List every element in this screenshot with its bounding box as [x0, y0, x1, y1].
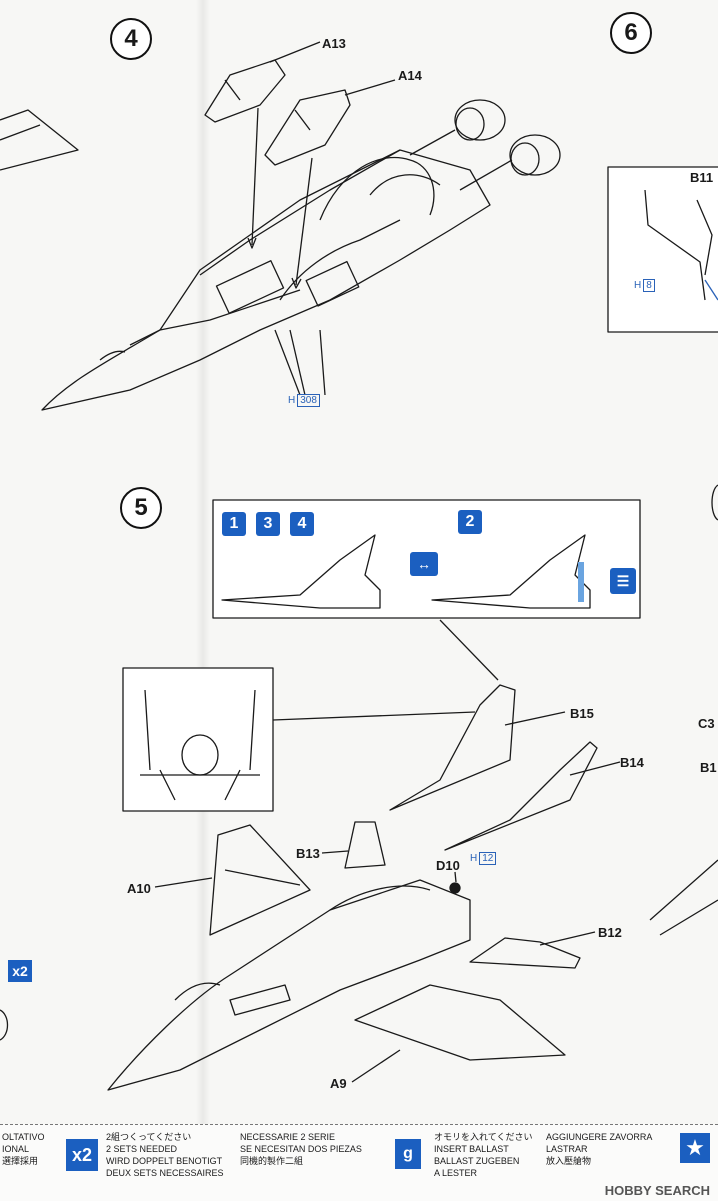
two-sets-icon: x2	[66, 1139, 98, 1171]
swap-arrows-icon: ↔	[410, 552, 438, 576]
two-sets-badge: x2	[8, 960, 32, 982]
fin-b15	[389, 684, 516, 811]
star-icon: ★	[680, 1133, 710, 1163]
wing-a10	[209, 824, 311, 936]
part-label-c3: C3	[698, 716, 715, 731]
part-label-b11: B11	[690, 170, 714, 185]
version-badge-2: 2	[458, 510, 482, 534]
part-label-b1: B1	[700, 760, 717, 775]
hobby-search-watermark: HOBBY SEARCH	[604, 1183, 710, 1198]
part-label-a13: A13	[322, 36, 346, 51]
nozzle-upper	[454, 99, 506, 141]
canopy-a13	[204, 59, 286, 123]
fin-b13	[344, 821, 386, 869]
part-label-b14: B14	[620, 755, 644, 770]
part-label-b13: B13	[296, 846, 320, 861]
version-badge-3: 3	[256, 512, 280, 536]
version-panel	[212, 499, 641, 619]
instruction-drawings	[0, 41, 718, 1091]
front-view-panel	[122, 667, 274, 812]
fin-b14	[444, 741, 598, 851]
ballast-weight-icon: g	[395, 1139, 421, 1169]
part-label-a14: A14	[398, 68, 422, 83]
part-label-d10: D10	[436, 858, 460, 873]
step6-detail-panel	[607, 166, 718, 333]
wing-a9	[354, 984, 566, 1061]
step-5-badge: 5	[120, 487, 162, 529]
step-6-badge: 6	[610, 12, 652, 54]
part-label-b12: B12	[598, 925, 622, 940]
page-fold	[196, 0, 210, 1125]
step-4-badge: 4	[110, 18, 152, 60]
canopy-a14	[264, 89, 351, 166]
part-label-b15: B15	[570, 706, 594, 721]
ballast-d10	[449, 882, 461, 894]
wing-fragment-step3	[0, 109, 79, 171]
version-badge-4: 4	[290, 512, 314, 536]
fuselage-step4	[41, 149, 491, 411]
nozzle-lower	[509, 134, 561, 176]
paint-stripe-icon: ☰	[610, 568, 636, 594]
stabilizer-b12	[469, 937, 581, 969]
fuselage-step5	[107, 879, 471, 1091]
part-label-a9: A9	[330, 1076, 347, 1091]
version-badge-1: 1	[222, 512, 246, 536]
part-label-a10: A10	[127, 881, 151, 896]
